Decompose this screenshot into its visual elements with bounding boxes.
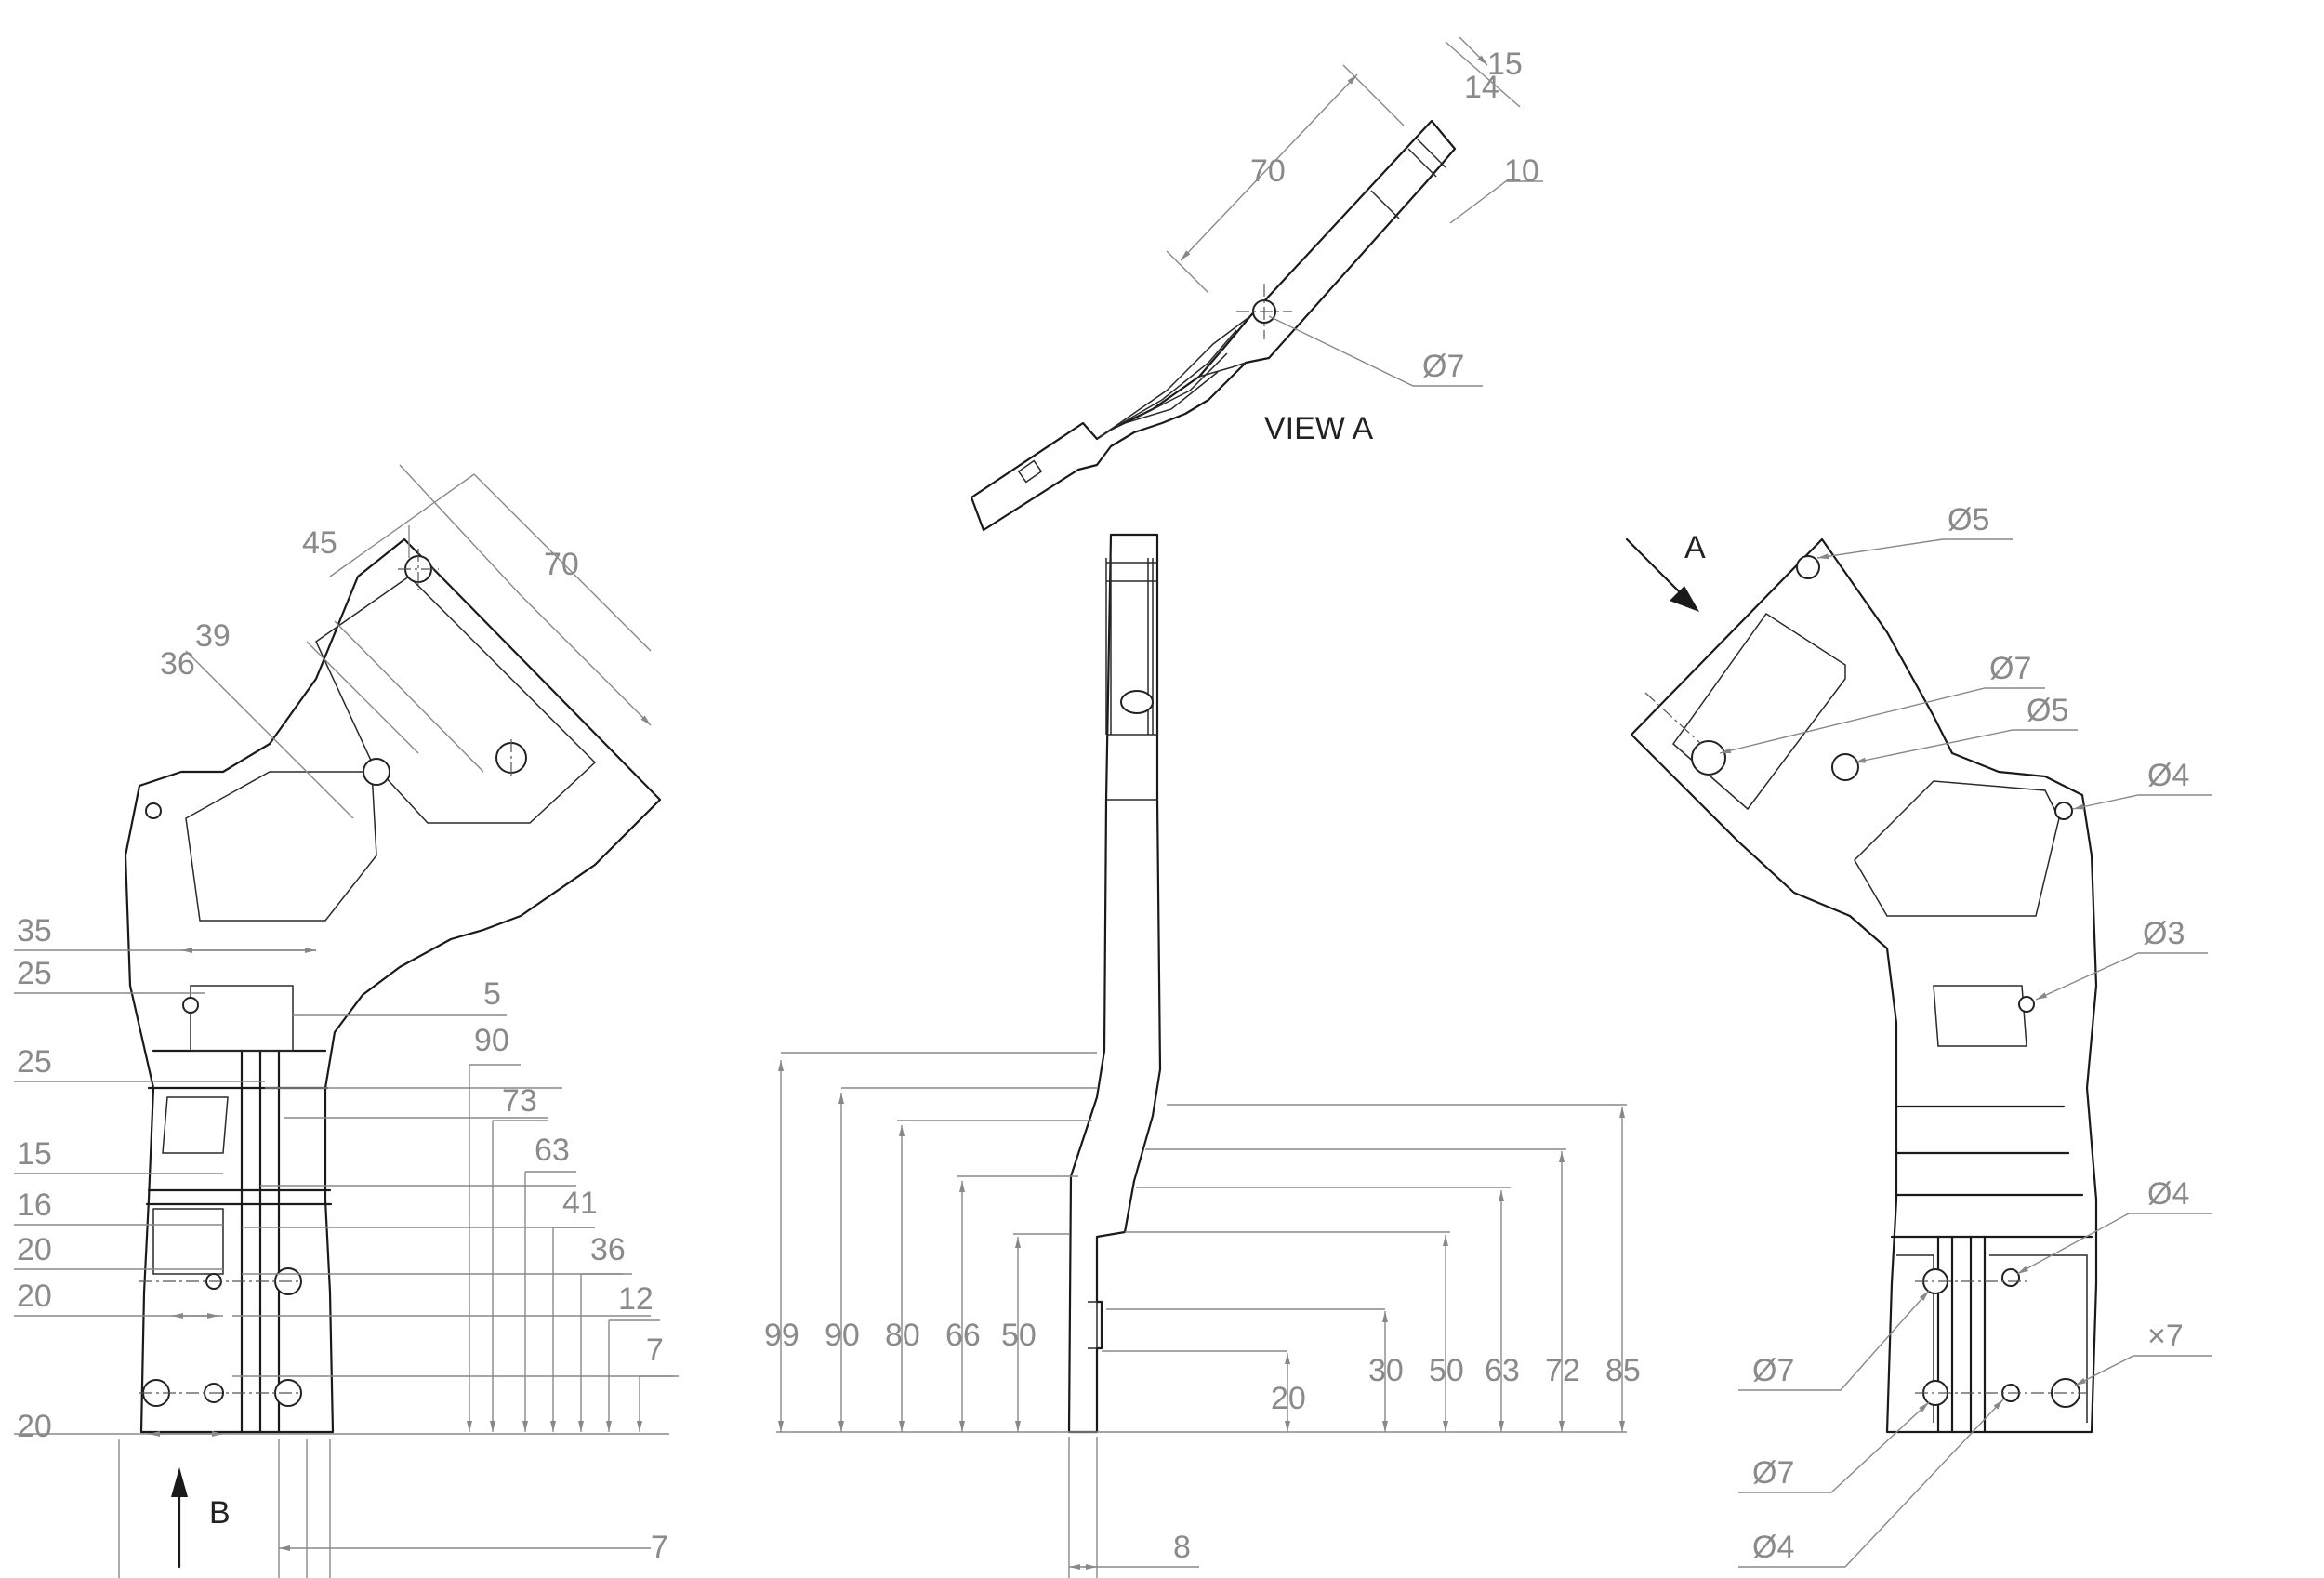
left-dim-20a: 20 <box>17 1232 52 1267</box>
side-dim-50: 50 <box>1001 1318 1037 1353</box>
side-dim-50r: 50 <box>1429 1353 1464 1388</box>
left-dim-90: 90 <box>474 1023 509 1058</box>
hole-4-icon <box>2001 1268 2020 1287</box>
right-hole-5-mid: Ø5 <box>2027 693 2068 728</box>
left-view <box>14 464 679 1578</box>
left-dim-25a: 25 <box>17 956 52 991</box>
side-dim-20: 20 <box>1271 1381 1306 1416</box>
right-hole-4-bottom: Ø4 <box>1752 1530 1794 1565</box>
right-hole-7-bl2: Ø7 <box>1752 1455 1794 1491</box>
arrow-a-label: A <box>1684 530 1706 565</box>
view-a-dim-15: 15 <box>1487 46 1523 82</box>
view-a-hole-label: Ø7 <box>1422 349 1464 384</box>
side-view <box>776 533 1627 1578</box>
left-dim-35: 35 <box>17 913 52 948</box>
right-hole-4-upper: Ø4 <box>2147 758 2189 793</box>
right-hole-7-br: ×7 <box>2147 1319 2184 1354</box>
left-dim-25b: 25 <box>17 1044 52 1080</box>
left-dim-15: 15 <box>17 1136 52 1172</box>
side-dim-63: 63 <box>1485 1353 1520 1388</box>
hole-3-icon <box>2018 996 2035 1013</box>
side-dim-90: 90 <box>825 1318 860 1353</box>
view-a-dim-10: 10 <box>1504 153 1539 189</box>
side-dim-85: 85 <box>1605 1353 1641 1388</box>
view-a-label: VIEW A <box>1264 411 1373 446</box>
left-dim-16: 16 <box>17 1187 52 1223</box>
side-dim-30: 30 <box>1368 1353 1404 1388</box>
right-hole-5-top: Ø5 <box>1948 502 1989 537</box>
left-dim-70: 70 <box>544 547 579 582</box>
left-dim-20c: 20 <box>17 1409 52 1444</box>
right-view <box>1625 537 2212 1568</box>
left-dim-73: 73 <box>502 1083 537 1119</box>
hole-icon <box>145 802 162 819</box>
hole-7-icon <box>1691 740 1726 776</box>
view-a <box>970 36 1543 532</box>
left-dim-39: 39 <box>195 618 231 654</box>
view-a-dim-14: 14 <box>1464 70 1499 105</box>
left-dim-5: 5 <box>483 976 501 1012</box>
side-dim-8: 8 <box>1173 1530 1191 1565</box>
right-hole-7-left: Ø7 <box>1989 651 2031 686</box>
slot-icon <box>1120 690 1154 714</box>
left-dim-36: 36 <box>590 1232 626 1267</box>
side-dim-99: 99 <box>764 1318 799 1353</box>
left-dim-7: 7 <box>646 1333 664 1368</box>
left-dim-12: 12 <box>618 1281 654 1317</box>
left-dim-36: 36 <box>160 646 195 682</box>
view-a-dim-70: 70 <box>1250 153 1286 189</box>
left-dim-63: 63 <box>535 1133 570 1168</box>
hole-icon <box>363 758 390 786</box>
right-hole-7-bl1: Ø7 <box>1752 1353 1794 1388</box>
left-dim-20b: 20 <box>17 1279 52 1314</box>
side-dim-66: 66 <box>945 1318 981 1353</box>
side-dim-72: 72 <box>1545 1353 1580 1388</box>
arrow-b-label: B <box>209 1495 231 1531</box>
left-dim-41: 41 <box>562 1186 598 1221</box>
left-dim-45: 45 <box>302 525 337 561</box>
hole-5-icon <box>1796 555 1820 579</box>
side-dim-80: 80 <box>885 1318 920 1353</box>
hole-4-icon <box>2054 802 2073 820</box>
left-dim-7-bottom: 7 <box>651 1530 668 1565</box>
hole-5-icon <box>1831 753 1859 781</box>
right-hole-3: Ø3 <box>2143 916 2185 951</box>
hole-icon <box>182 997 199 1014</box>
right-hole-4-lower: Ø4 <box>2147 1176 2189 1212</box>
